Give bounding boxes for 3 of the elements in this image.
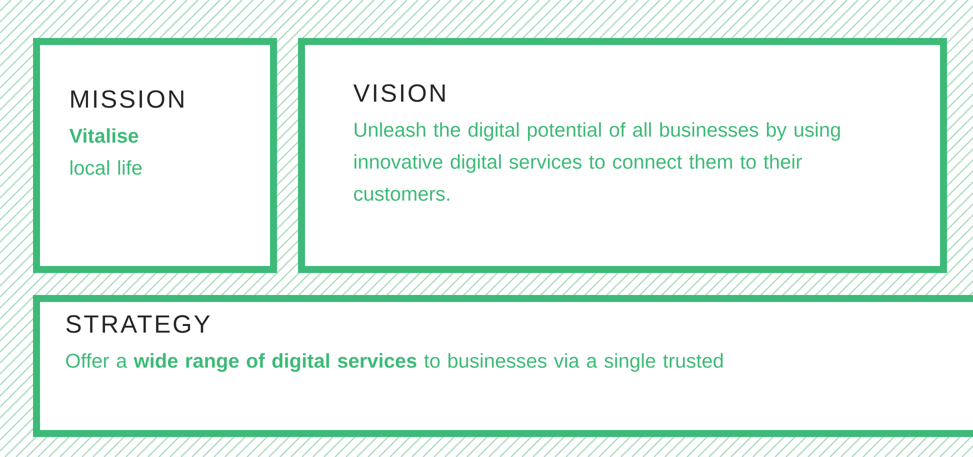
- vision-box: VISION Unleash the digital potential of all businesses by using innovative digital services to connect them to their customers.: [298, 38, 947, 273]
- mission-box: MISSION Vitalise local life: [33, 38, 277, 273]
- strategy-box: STRATEGY Offer a wide range of digital services to businesses via a single trusted: [33, 294, 973, 437]
